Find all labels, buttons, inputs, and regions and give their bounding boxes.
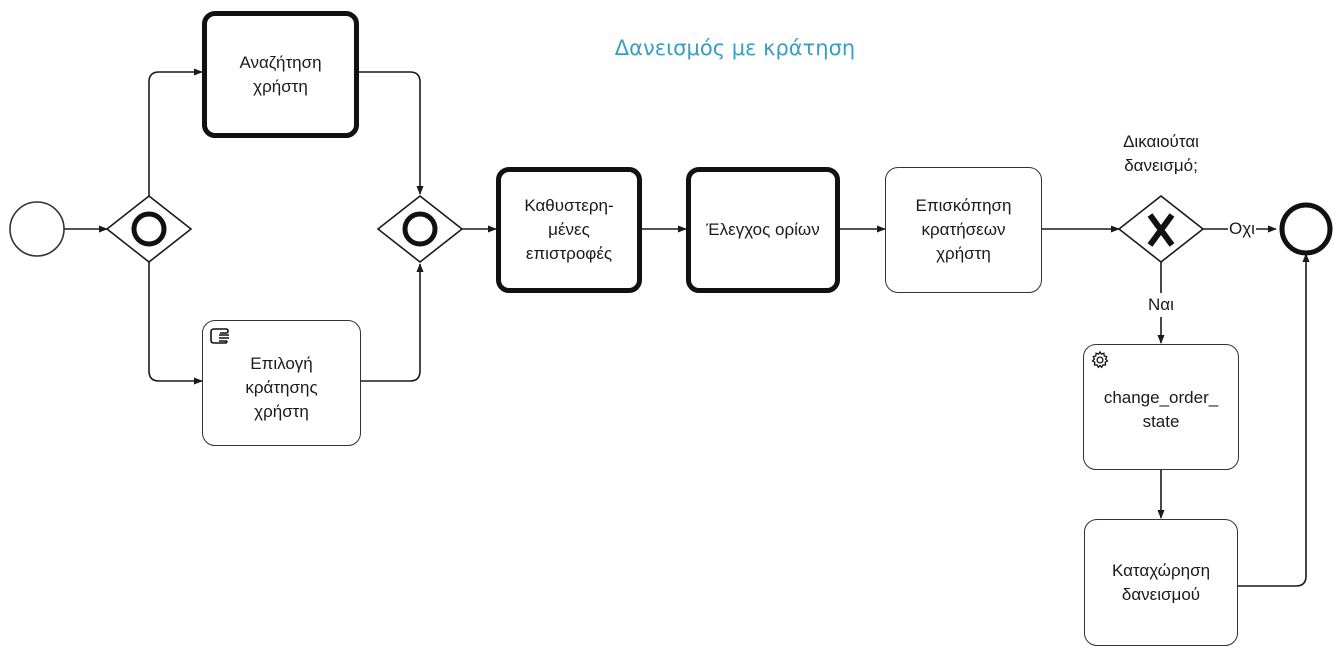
task-search-user[interactable]: Αναζήτηση χρήστη <box>202 11 359 138</box>
task-late-returns[interactable]: Καθυστερη- μένες επιστροφές <box>496 167 642 293</box>
task-label: Καταχώρηση δανεισμού <box>1111 560 1211 604</box>
diagram-title: Δανεισμός με κράτηση <box>614 36 856 60</box>
flow-label-no: Οχι <box>1228 217 1256 241</box>
flow-fork-to-select <box>148 262 203 385</box>
flow-select-to-join <box>361 263 424 382</box>
task-register-loan[interactable]: Καταχώρηση δανεισμού <box>1084 519 1238 646</box>
service-task-gear-icon <box>1091 350 1109 369</box>
inclusive-gateway-fork[interactable] <box>105 194 193 264</box>
flow-register-to-end <box>1238 253 1310 587</box>
exclusive-gateway[interactable] <box>1117 194 1205 264</box>
task-label: Έλεγχος ορίων <box>706 220 820 239</box>
task-change-order-state[interactable]: change_order_ state <box>1083 344 1239 470</box>
task-label: Αναζήτηση χρήστη <box>239 52 322 96</box>
flow-label-yes: Ναι <box>1146 293 1176 317</box>
manual-task-icon <box>210 328 229 344</box>
flow-search-to-join <box>359 71 424 195</box>
task-label: change_order_ state <box>1103 388 1219 431</box>
task-label: Επιλογή κράτησης χρήστη <box>245 354 318 421</box>
sequence-flows <box>64 68 1310 587</box>
task-label: Καθυστερη- μένες επιστροφές <box>524 196 614 263</box>
start-event[interactable] <box>9 201 65 257</box>
task-limits-check[interactable]: Έλεγχος ορίων <box>686 167 840 293</box>
inclusive-gateway-join[interactable] <box>376 194 464 264</box>
flow-fork-to-search <box>148 68 203 196</box>
task-select-reservation[interactable]: Επιλογή κράτησης χρήστη <box>202 320 361 446</box>
end-event[interactable] <box>1279 202 1333 256</box>
gateway-x-icon <box>1147 213 1175 247</box>
task-label: Επισκόπηση κρατήσεων χρήστη <box>915 196 1012 263</box>
task-review-reservations[interactable]: Επισκόπηση κρατήσεων χρήστη <box>885 167 1042 293</box>
gateway-circle-icon <box>131 211 167 247</box>
gateway-circle-icon <box>402 211 438 247</box>
gateway-question-label: Δικαιούται δανεισμό; <box>1123 132 1199 175</box>
